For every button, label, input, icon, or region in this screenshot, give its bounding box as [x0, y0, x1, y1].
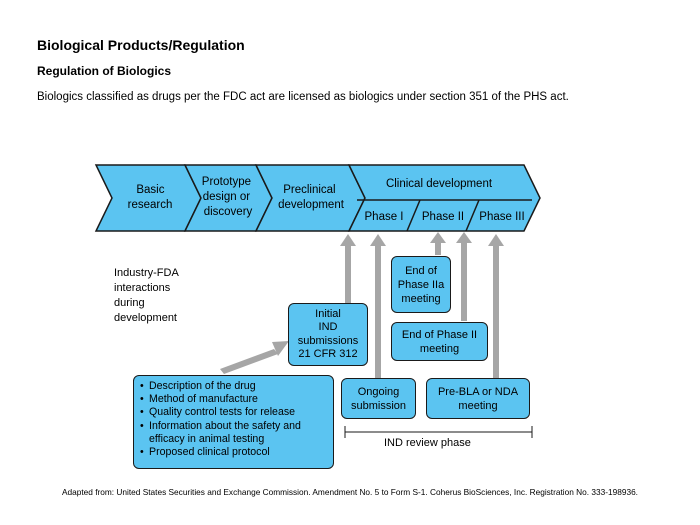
list-item: Quality control tests for release [140, 406, 329, 419]
phase-divider-1 [406, 199, 421, 232]
stage-phase-1: Phase I [365, 211, 404, 223]
industry-fda-interactions-label: Industry-FDA interactions during develop… [114, 267, 179, 324]
stage-phase-3: Phase III [479, 211, 524, 223]
list-item: Proposed clinical protocol [140, 446, 329, 459]
stage-phase-2: Phase II [422, 211, 464, 223]
arrow-initial-ind-up [340, 234, 356, 304]
stage-clinical: Clinical development [386, 178, 493, 190]
arrow-pre-bla-up [488, 234, 504, 378]
phase-divider-2 [465, 199, 480, 232]
ongoing-submission-box: Ongoing submission [341, 378, 416, 419]
end-phase-2a-box: End of Phase IIa meeting [391, 256, 451, 313]
stage-prototype: Prototype design or discovery [202, 176, 254, 218]
review-phase-bracket [344, 426, 533, 438]
chevron-basic-research [94, 164, 202, 232]
arrow-ongoing-up [370, 234, 386, 378]
arrow-end-phase-2a-up [430, 232, 446, 255]
source-footnote: Adapted from: United States Securities a… [61, 487, 638, 497]
ind-review-phase-label: IND review phase [384, 437, 471, 449]
list-item: Method of manufacture [140, 393, 329, 406]
chevron-clinical [347, 164, 541, 232]
stage-basic-research: Basic research [128, 184, 173, 211]
page-title: Biological Products/Regulation [37, 37, 245, 53]
pre-bla-box: Pre-BLA or NDA meeting [426, 378, 530, 419]
arrow-end-phase-2-up [456, 232, 472, 321]
list-item: Information about the safety and efficac… [140, 420, 329, 446]
chevron-preclinical [254, 164, 366, 232]
list-item: Description of the drug [140, 380, 329, 393]
arrow-items-to-ind [220, 341, 289, 374]
end-phase-2-box: End of Phase II meeting [391, 322, 488, 361]
initial-ind-box: Initial IND submissions 21 CFR 312 [288, 303, 368, 366]
ind-submission-contents: Description of the drug Method of manufa… [133, 375, 334, 469]
section-subtitle: Regulation of Biologics [37, 64, 171, 78]
description-text: Biologics classified as drugs per the FD… [37, 91, 569, 103]
stage-preclinical: Preclinical development [278, 184, 345, 211]
